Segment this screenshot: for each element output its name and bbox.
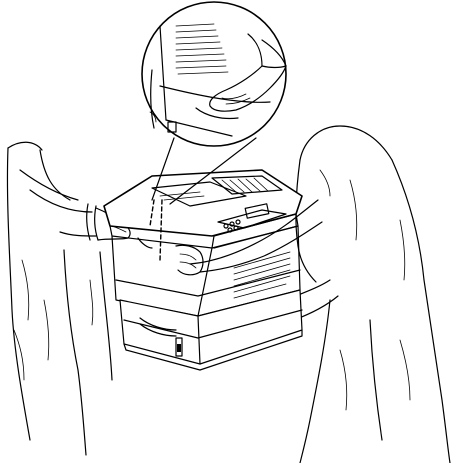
printer bbox=[104, 170, 302, 316]
person-left bbox=[7, 142, 130, 455]
lower-paper-tray bbox=[120, 290, 302, 370]
